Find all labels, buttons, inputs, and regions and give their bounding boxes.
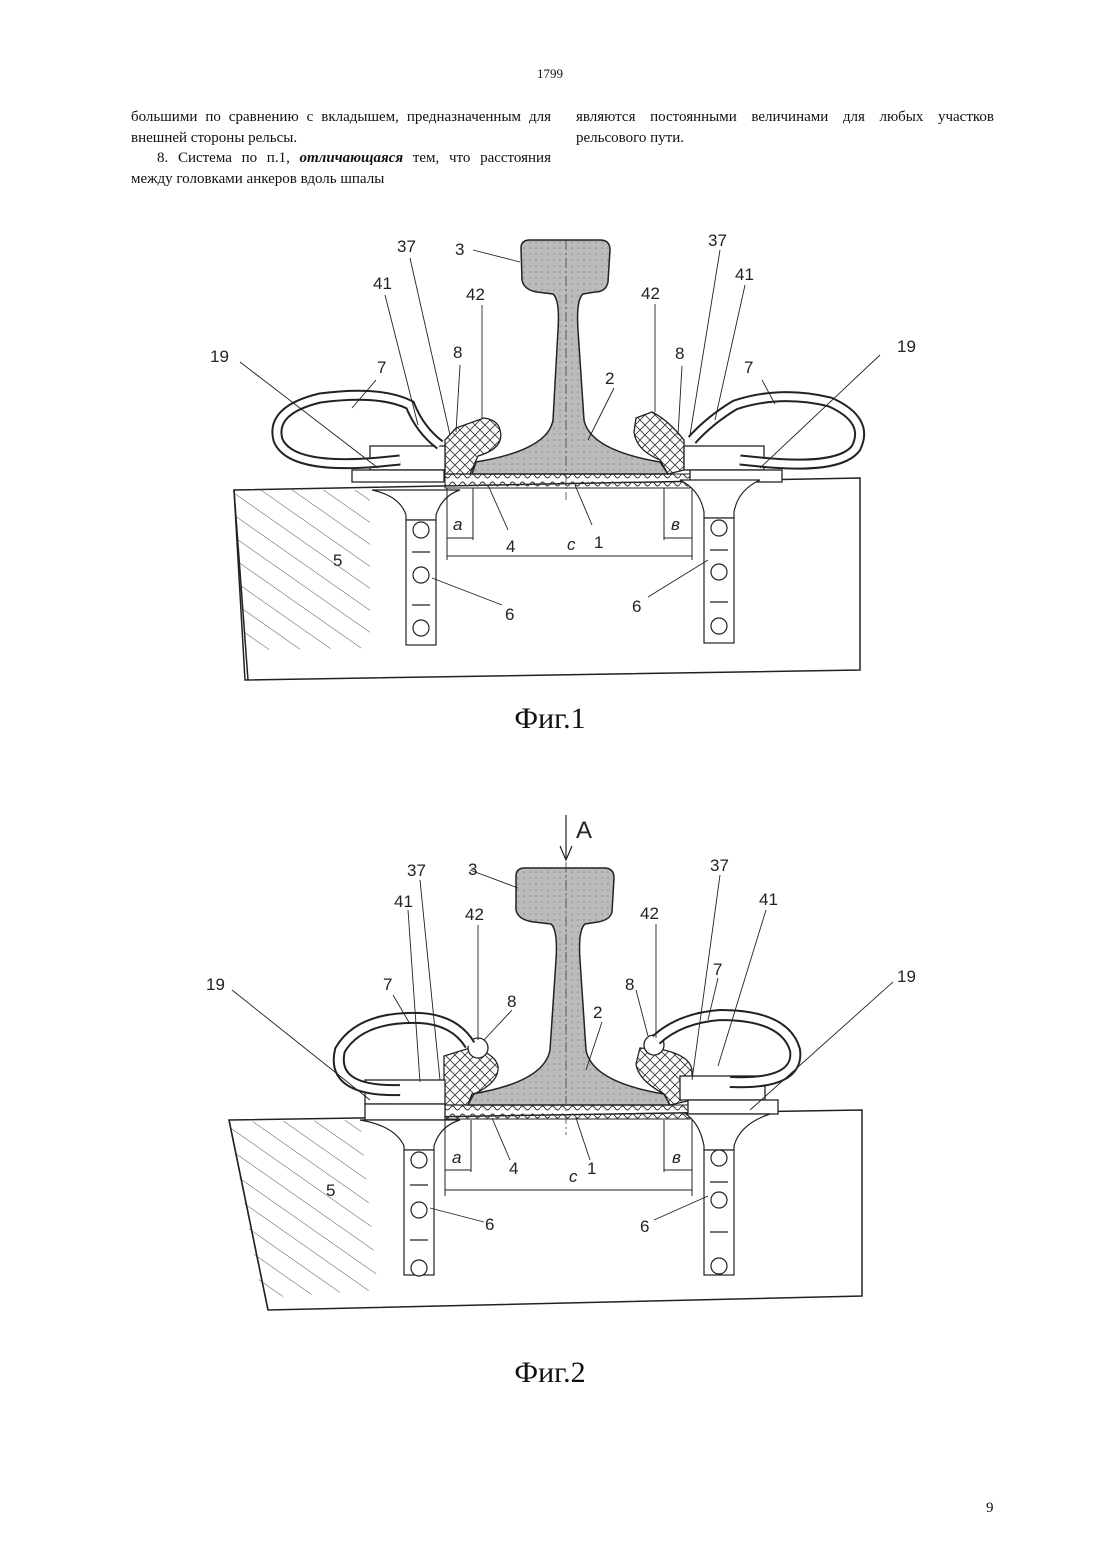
pad [445, 1105, 690, 1119]
label-37-left: 37 [397, 237, 416, 256]
label-7-right: 7 [713, 960, 722, 979]
figure-2-caption: Фиг.2 [0, 1356, 1100, 1390]
pad [445, 474, 690, 488]
label-19-left: 19 [210, 347, 229, 366]
claim-8-emphasis: отличающаяся [300, 150, 404, 166]
label-6-right: 6 [640, 1217, 649, 1236]
view-arrow-a [560, 815, 572, 860]
label-6-left: 6 [485, 1215, 494, 1234]
label-41-left: 41 [394, 892, 413, 911]
label-42-left: 42 [466, 285, 485, 304]
label-41-left: 41 [373, 274, 392, 293]
claim-8-paragraph: 8. Система по п.1, отличающаяся тем, что… [131, 148, 551, 189]
label-7-left: 7 [377, 358, 386, 377]
sleeper [229, 1110, 862, 1310]
label-4: 4 [506, 537, 515, 556]
label-1: 1 [594, 533, 603, 552]
page-number-bottom: 9 [986, 1500, 994, 1517]
dim-c-label: c [567, 535, 576, 554]
label-4: 4 [509, 1159, 518, 1178]
paragraph-continuation: большими по сравнению с вкладышем, предн… [131, 107, 551, 148]
label-37-right: 37 [708, 231, 727, 250]
label-8-right: 8 [675, 344, 684, 363]
label-19-right: 19 [897, 967, 916, 986]
label-41-right: 41 [759, 890, 778, 909]
dim-b-label: в [671, 515, 680, 534]
dim-b-label: в [672, 1148, 681, 1167]
anchor-right [686, 1114, 770, 1275]
label-8-right: 8 [625, 975, 634, 994]
label-37-left: 37 [407, 861, 426, 880]
page-number-top: 1799 [0, 66, 1100, 82]
label-8-left: 8 [507, 992, 516, 1011]
label-19-right: 19 [897, 337, 916, 356]
claim-8-continuation: являются постоянными величинами для любы… [576, 107, 994, 148]
label-19-left: 19 [206, 975, 225, 994]
label-3: 3 [455, 240, 464, 259]
dim-a-label: a [453, 515, 462, 534]
label-5: 5 [326, 1181, 335, 1200]
figure-1-drawing: 3 2 1 4 5 6 6 7 7 8 8 19 19 41 41 37 37 … [0, 220, 1100, 690]
label-5: 5 [333, 551, 342, 570]
label-42-left: 42 [465, 905, 484, 924]
label-7-left: 7 [383, 975, 392, 994]
dim-a-label: a [452, 1148, 461, 1167]
label-6-right: 6 [632, 597, 641, 616]
label-42-right: 42 [640, 904, 659, 923]
label-1: 1 [587, 1159, 596, 1178]
label-37-right: 37 [710, 856, 729, 875]
dim-c-label: c [569, 1167, 578, 1186]
sleeper [234, 478, 860, 680]
label-8-left: 8 [453, 343, 462, 362]
label-41-right: 41 [735, 265, 754, 284]
figure-1-caption: Фиг.1 [0, 702, 1100, 736]
label-2: 2 [605, 369, 614, 388]
figure-2-drawing: A [0, 810, 1100, 1330]
label-7-right: 7 [744, 358, 753, 377]
view-label-a: A [576, 817, 592, 844]
text-column-right: являются постоянными величинами для любы… [576, 107, 994, 148]
label-6-left: 6 [505, 605, 514, 624]
text-column-left: большими по сравнению с вкладышем, предн… [131, 107, 551, 189]
label-3: 3 [468, 860, 477, 879]
label-2: 2 [593, 1003, 602, 1022]
label-42-right: 42 [641, 284, 660, 303]
claim-8-start: 8. Система по п.1, [157, 150, 300, 166]
